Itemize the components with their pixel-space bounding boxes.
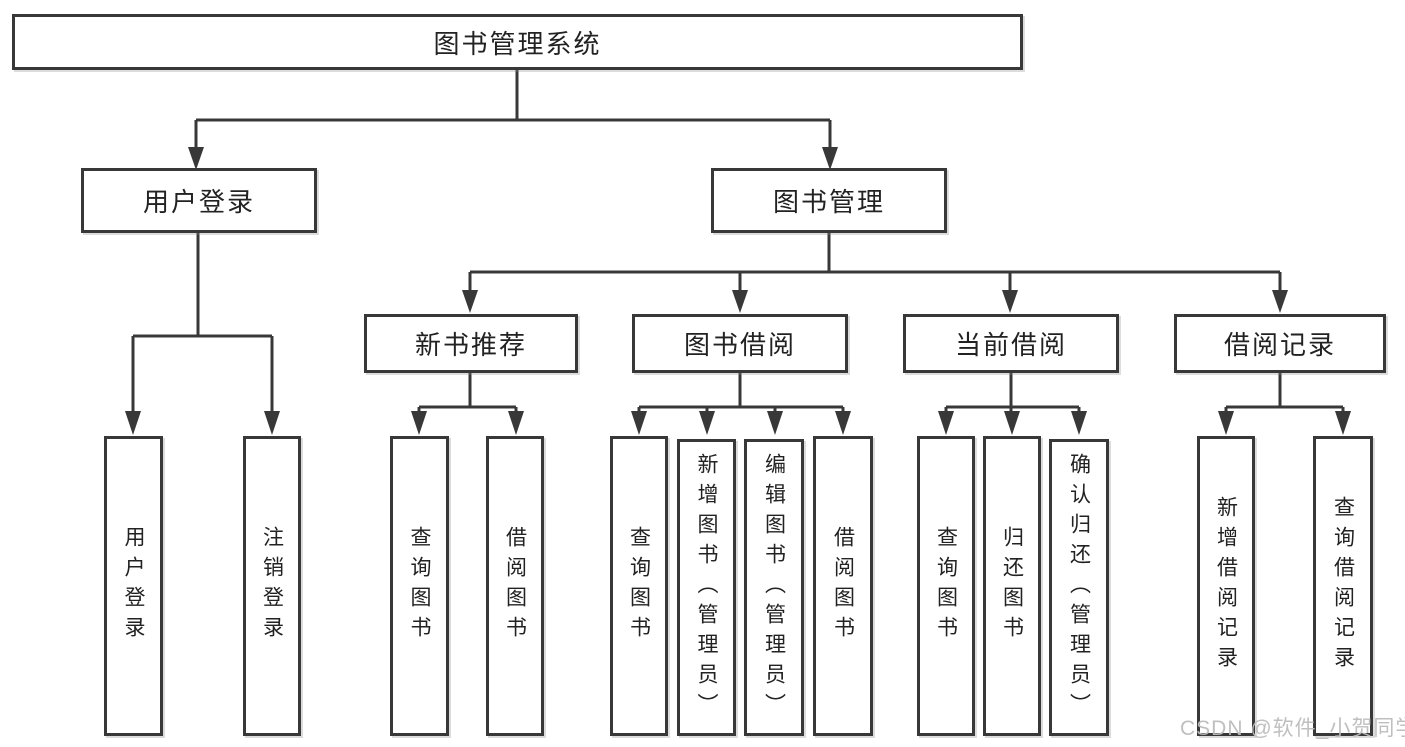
arrow-leaf-query-books-2: [631, 411, 647, 435]
arrow-leaf-borrow-books-2: [835, 411, 851, 435]
leaf-return-book: 归还图书: [983, 436, 1041, 736]
arrowheads: [125, 147, 1351, 435]
arrow-leaf-borrow-books-1: [508, 411, 524, 435]
leaf-borrow-books-2: 借阅图书: [813, 436, 873, 736]
arrow-leaf-query-borrow-record: [1335, 411, 1351, 435]
node-book-borrow: 图书借阅: [632, 314, 848, 373]
node-current-borrow: 当前借阅: [903, 314, 1119, 373]
leaf-query-books-2: 查询图书: [610, 436, 668, 736]
leaf-user-login: 用户登录: [104, 436, 163, 736]
node-branch-user-login: 用户登录: [81, 168, 317, 233]
leaf-add-borrow-record: 新增借阅记录: [1197, 436, 1255, 736]
connector-book-management: [468, 233, 1282, 292]
arrow-leaf-confirm-return: [1071, 411, 1087, 435]
arrow-leaf-add-borrow-record: [1218, 411, 1234, 435]
connector-new-book-recommend: [417, 373, 518, 414]
arrow-leaf-return-book: [1004, 411, 1020, 435]
leaf-logout: 注销登录: [243, 436, 301, 736]
arrow-user-login: [188, 147, 204, 170]
leaf-query-books-1: 查询图书: [390, 436, 449, 736]
arrow-leaf-logout: [264, 411, 280, 435]
leaf-query-books-3: 查询图书: [917, 436, 975, 736]
arrow-leaf-query-books-1: [411, 411, 427, 435]
leaf-confirm-return-admin: 确认归还（管理员）: [1049, 439, 1109, 736]
connector-root: [194, 70, 832, 150]
connector-current-borrow: [944, 373, 1081, 414]
watermark: CSDN @软件_小贺同学: [1180, 717, 1405, 740]
node-root: 图书管理系统: [12, 14, 1023, 70]
connector-user-login: [131, 233, 274, 414]
arrow-book-borrow: [732, 290, 748, 313]
node-branch-book-management: 图书管理: [711, 168, 947, 233]
arrow-leaf-user-login: [125, 411, 141, 435]
leaf-query-borrow-record: 查询借阅记录: [1313, 436, 1373, 736]
leaf-add-book-admin: 新增图书（管理员）: [677, 439, 736, 736]
arrow-current-borrow: [1002, 290, 1018, 313]
leaf-edit-book-admin: 编辑图书（管理员）: [744, 439, 804, 736]
arrow-leaf-add-book: [699, 411, 715, 435]
arrow-book-management: [822, 147, 838, 170]
leaf-borrow-books-1: 借阅图书: [486, 436, 544, 736]
node-borrow-records: 借阅记录: [1174, 314, 1386, 373]
node-new-book-recommend: 新书推荐: [364, 314, 578, 373]
arrow-borrow-records: [1272, 290, 1288, 313]
connector-borrow-records: [1224, 373, 1345, 414]
connector-book-borrow: [637, 373, 845, 414]
arrow-leaf-edit-book: [767, 411, 783, 435]
arrow-new-book-recommend: [462, 290, 478, 313]
arrow-leaf-query-books-3: [938, 411, 954, 435]
